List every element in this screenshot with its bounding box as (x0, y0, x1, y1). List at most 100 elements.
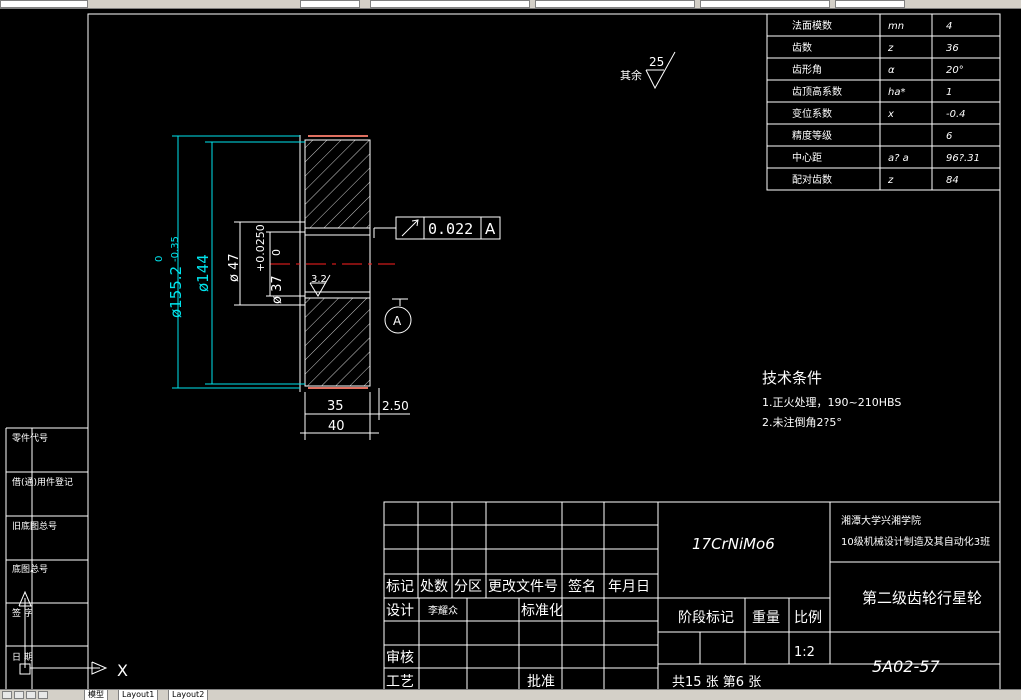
dimension-lines-white (234, 221, 410, 440)
side-label-drawing-no: 底图总号 (12, 563, 48, 575)
side-label-sign: 签 字 (12, 607, 33, 619)
side-label-old-drawing: 旧底图总号 (12, 520, 57, 532)
label-ratio: 比例 (794, 610, 822, 626)
title-block (383, 501, 1001, 689)
dim-outer-upper: 0 (154, 256, 165, 262)
param-value: -0.4 (946, 109, 966, 120)
param-symbol: α (888, 65, 895, 76)
dim-47: ø 47 (227, 253, 242, 282)
roughness-local: 3.2 (311, 274, 327, 285)
drawing-frame (87, 13, 1001, 689)
side-label-date: 日 期 (12, 652, 33, 663)
side-label-part-code: 零件代号 (12, 432, 48, 444)
hdr-count: 处数 (420, 579, 448, 595)
ucs-x-label: X (117, 661, 128, 680)
param-value: 84 (946, 175, 959, 186)
layout-tab-bar: 模型 Layout1 Layout2 (0, 689, 1021, 700)
side-label-borrow: 借(通)用件登记 (12, 476, 73, 488)
material: 17CrNiMo6 (692, 535, 775, 553)
param-symbol: a? a (888, 153, 909, 164)
tolerance-value: 0.022 (428, 220, 473, 238)
tab-prev-icon[interactable] (14, 691, 24, 699)
hdr-mark: 标记 (386, 579, 414, 595)
hatched-section-lower (304, 297, 371, 387)
label-design: 设计 (386, 603, 414, 619)
tab-layout1[interactable]: Layout1 (118, 690, 159, 700)
school-name: 湘潭大学兴湘学院 (841, 514, 921, 527)
scale-value: 1:2 (794, 645, 815, 660)
hdr-signature: 签名 (568, 578, 596, 595)
param-value: 6 (946, 131, 952, 142)
tab-layout2[interactable]: Layout2 (168, 690, 209, 700)
param-name: 齿形角 (792, 64, 822, 76)
toolbar-strip (0, 0, 1021, 9)
param-symbol: z (887, 175, 894, 186)
drawing-number: 5A02-57 (872, 657, 940, 676)
ucs-icon (18, 590, 108, 675)
gear-parameter-table (766, 13, 1001, 191)
dim-144: ø144 (194, 254, 212, 292)
label-approve: 批准 (527, 674, 555, 689)
tech-title: 技术条件 (762, 369, 822, 387)
toolbar-field[interactable] (370, 0, 530, 8)
cad-drawing-canvas[interactable]: 零件代号 借(通)用件登记 旧底图总号 底图总号 签 字 日 期 法面模数 mn 4… (0, 8, 1021, 689)
param-value: 4 (946, 21, 952, 32)
toolbar-field[interactable] (700, 0, 830, 8)
datum-symbol (384, 298, 412, 334)
tab-model[interactable]: 模型 (84, 690, 108, 700)
label-review: 审核 (386, 650, 414, 666)
designer-name: 李耀众 (428, 604, 458, 617)
tab-next-icon[interactable] (26, 691, 36, 699)
dim-250: 2.50 (382, 399, 409, 413)
param-name: 变位系数 (792, 107, 832, 120)
param-value: 36 (946, 43, 959, 54)
param-name: 配对齿数 (792, 173, 832, 186)
label-stage: 阶段标记 (678, 610, 734, 626)
roughness-symbol-general (645, 51, 676, 90)
hdr-zone: 分区 (454, 579, 482, 595)
roughness-symbol-local (309, 274, 331, 297)
toolbar-field[interactable] (535, 0, 695, 8)
hatched-section-upper (304, 139, 371, 229)
label-standard: 标准化 (521, 603, 563, 619)
class-name: 10级机械设计制造及其自动化3班 (841, 535, 990, 548)
param-value: 20° (946, 65, 964, 76)
param-symbol: z (887, 43, 894, 54)
tab-first-icon[interactable] (2, 691, 12, 699)
dim-35: 35 (327, 399, 344, 414)
dimension-lines (172, 135, 305, 389)
label-weight: 重量 (752, 610, 780, 626)
param-name: 法面模数 (792, 19, 832, 32)
hdr-date: 年月日 (608, 579, 650, 595)
toolbar-field[interactable] (835, 0, 905, 8)
dim-40: 40 (328, 419, 345, 434)
param-name: 中心距 (792, 151, 822, 164)
toolbar-field[interactable] (0, 0, 88, 8)
tolerance-frame (373, 216, 501, 240)
tech-line-2: 2.未注倒角2?5° (762, 415, 842, 429)
label-process: 工艺 (386, 674, 414, 689)
param-value: 96?.31 (946, 153, 980, 164)
param-name: 齿数 (792, 41, 812, 54)
dim-37: ø 37 (270, 275, 285, 304)
param-name: 精度等级 (792, 129, 832, 142)
param-symbol: ha* (888, 87, 905, 98)
tolerance-datum: A (485, 220, 496, 238)
param-value: 1 (946, 87, 952, 98)
param-name: 齿顶高系数 (792, 85, 842, 98)
datum-label: A (393, 314, 402, 328)
roughness-value: 25 (649, 55, 664, 69)
hdr-change-doc: 更改文件号 (488, 579, 558, 595)
dim-outer-lower: -0.35 (170, 236, 181, 262)
dim-47-tol2: 0 (270, 249, 283, 256)
gear-section (270, 135, 395, 392)
roughness-prefix: 其余 (620, 68, 642, 82)
toolbar-field[interactable] (300, 0, 360, 8)
dim-47-tol: +0.0250 (254, 224, 267, 272)
param-symbol: x (887, 109, 894, 120)
dim-outer-diameter: ø155.2 (167, 266, 185, 318)
sheet-count: 共15 张 第6 张 (672, 675, 761, 689)
part-name: 第二级齿轮行星轮 (862, 589, 982, 607)
param-symbol: mn (888, 21, 904, 32)
tab-last-icon[interactable] (38, 691, 48, 699)
